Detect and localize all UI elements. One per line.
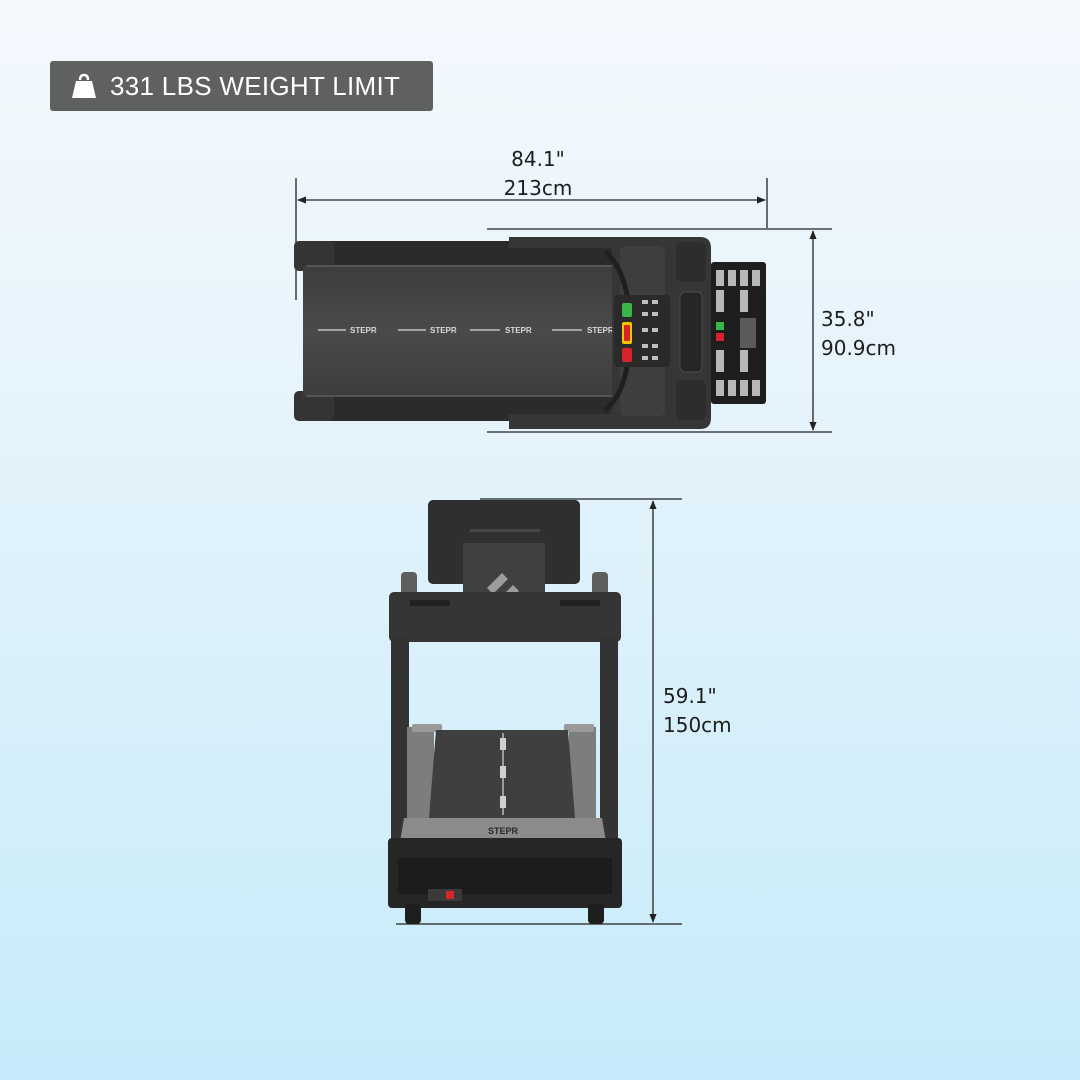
- upright-left: [391, 636, 409, 866]
- rear-cap-upper: [294, 241, 334, 271]
- belt-logo-2: STEPR: [430, 326, 457, 335]
- treadmill-top-view: STEPR STEPR STEPR STEPR: [294, 237, 766, 429]
- wheel-right: [588, 904, 604, 924]
- rear-cap-lower: [294, 391, 334, 421]
- treadmill-front-view: STEPR: [388, 500, 622, 924]
- belt-logo-4: STEPR: [587, 326, 614, 335]
- length-cm: 213cm: [503, 176, 573, 200]
- weight-limit-label: 331 LBS WEIGHT LIMIT: [110, 70, 401, 101]
- height-dimension-line: [396, 498, 682, 925]
- running-belt: [303, 266, 621, 396]
- start-button: [622, 303, 632, 317]
- height-cm: 150cm: [663, 713, 732, 737]
- height-inches: 59.1": [663, 684, 717, 708]
- front-cover-logo: STEPR: [488, 826, 519, 836]
- tablet-slot: [679, 291, 703, 373]
- power-switch: [428, 889, 462, 901]
- width-cm: 90.9cm: [821, 336, 897, 360]
- length-dimension-line: [295, 178, 768, 300]
- width-dimension-label: 35.8" 90.9cm: [821, 305, 896, 363]
- weight-limit-badge: 331 LBS WEIGHT LIMIT: [50, 61, 433, 111]
- belt-logo-3: STEPR: [505, 326, 532, 335]
- console-crossbar: [389, 592, 621, 642]
- front-cover: [400, 818, 606, 842]
- length-dimension-label: 84.1" 213cm: [488, 145, 588, 203]
- belt-logo-1: STEPR: [350, 326, 377, 335]
- stop-button: [622, 348, 632, 362]
- wheel-left: [405, 904, 421, 924]
- width-dimension-line: [487, 228, 832, 433]
- cup-holder-upper: [676, 242, 706, 282]
- weight-icon: [72, 73, 96, 98]
- width-inches: 35.8": [821, 307, 875, 331]
- length-inches: 84.1": [511, 147, 565, 171]
- upright-right: [600, 636, 618, 866]
- cup-holder-lower: [676, 380, 706, 420]
- height-dimension-label: 59.1" 150cm: [663, 682, 732, 740]
- console-display: [711, 262, 766, 404]
